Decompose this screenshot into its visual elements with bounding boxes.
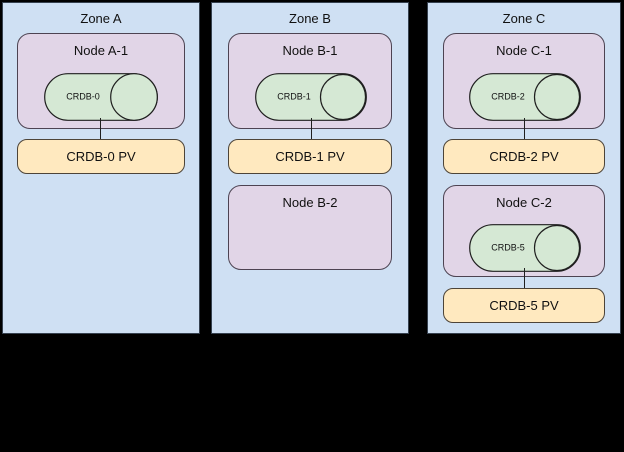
connector-crdb-5 [524,268,525,290]
crdb-0-pv-label: CRDB-0 PV [66,149,136,164]
node-c-1-title: Node C-1 [496,43,552,58]
crdb-0-cylinder: CRDB-0 [44,73,158,121]
crdb-2-pv-box: CRDB-2 PV [443,139,605,174]
crdb-5-cylinder: CRDB-5 [469,224,581,272]
crdb-2-pv-label: CRDB-2 PV [489,149,559,164]
crdb-1-cylinder: CRDB-1 [255,73,367,121]
node-b-2-box: Node B-2 [228,185,392,270]
crdb-1-pv-label: CRDB-1 PV [275,149,345,164]
crdb-5-pv-label: CRDB-5 PV [489,298,559,313]
node-b-2-title: Node B-2 [282,195,338,210]
zone-b-title: Zone B [289,11,331,26]
connector-crdb-1 [311,118,312,140]
crdb-2-cylinder: CRDB-2 [469,73,581,121]
zone-a-title: Zone A [80,11,122,26]
crdb-1-pv-box: CRDB-1 PV [228,139,392,174]
zone-c-title: Zone C [502,11,546,26]
node-c-2-title: Node C-2 [496,195,552,210]
crdb-5-pv-box: CRDB-5 PV [443,288,605,323]
node-a-1-title: Node A-1 [73,43,129,58]
crdb-0-pv-box: CRDB-0 PV [17,139,185,174]
connector-crdb-0 [100,118,101,140]
connector-crdb-2 [524,118,525,140]
node-b-1-title: Node B-1 [282,43,338,58]
